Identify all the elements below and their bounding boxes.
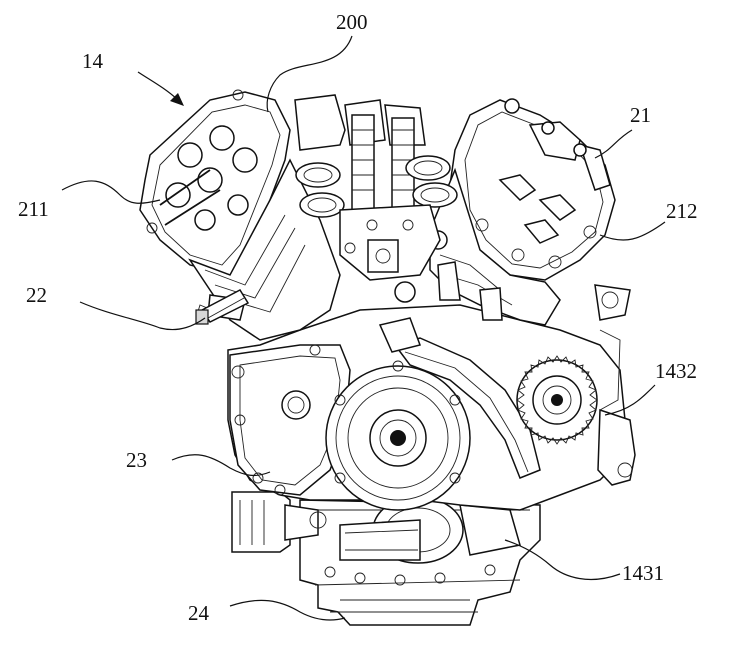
- intake-manifold: [294, 94, 503, 321]
- label-22: 22: [26, 283, 47, 307]
- cylinder-head-right: [449, 98, 616, 281]
- label-14: 14: [82, 49, 104, 73]
- sensor-22: [195, 289, 250, 325]
- coolant-outlet: [231, 491, 327, 553]
- drive-sprocket: [516, 355, 598, 445]
- label-23: 23: [126, 448, 147, 472]
- generator-cover: [229, 344, 351, 496]
- label-1432: 1432: [655, 359, 697, 383]
- cylinder-head-left: [139, 89, 291, 276]
- label-200: 200: [336, 10, 368, 34]
- label-21: 21: [630, 103, 651, 127]
- clutch-cover: [325, 360, 471, 511]
- engine-mount-right: [594, 284, 636, 486]
- label-211: 211: [18, 197, 49, 221]
- label-1431: 1431: [622, 561, 664, 585]
- oil-filter-housing: [339, 496, 521, 564]
- label-24: 24: [188, 601, 210, 625]
- coolant-hose: [378, 317, 541, 479]
- reference-labels: 14 200 21 211 212 22 1432 23 1431 24: [18, 10, 698, 625]
- label-212: 212: [666, 199, 698, 223]
